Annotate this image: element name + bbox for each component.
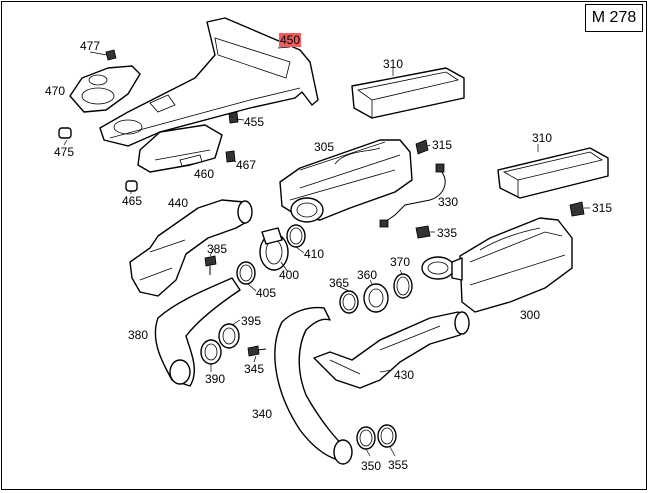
part-355-clamp[interactable] [377,424,397,448]
callout-450[interactable]: 450 [279,33,302,47]
callout-467[interactable]: 467 [236,158,257,172]
callout-355[interactable]: 355 [388,458,409,472]
callout-385[interactable]: 385 [207,242,228,256]
part-310-air-filter-left[interactable] [351,67,465,119]
leader-lines [63,46,590,457]
part-430-intake-duct[interactable] [313,311,470,389]
callout-340[interactable]: 340 [252,407,273,421]
callout-405[interactable]: 405 [256,286,277,300]
part-380-hose[interactable] [154,277,241,387]
part-467-clip[interactable] [225,150,236,163]
part-300-filter-housing[interactable] [421,217,573,313]
part-405-clamp[interactable] [236,261,256,285]
part-440-intake-duct[interactable] [129,199,253,297]
part-460-duct-cover[interactable] [137,124,223,173]
part-400-air-flow-sensor[interactable] [259,227,289,271]
callout-370[interactable]: 370 [390,255,411,269]
part-385-bolt[interactable] [204,255,217,275]
callout-315-right[interactable]: 315 [592,201,613,215]
part-335-connector[interactable] [415,225,431,239]
model-code-label: M 278 [585,4,643,32]
callout-400[interactable]: 400 [279,268,300,282]
part-315-sensor-right[interactable] [569,201,585,217]
callout-390[interactable]: 390 [205,372,226,386]
callout-410[interactable]: 410 [304,247,325,261]
callout-440[interactable]: 440 [168,196,189,210]
callout-470[interactable]: 470 [45,84,66,98]
part-310-air-filter-right[interactable] [497,147,609,199]
callout-475[interactable]: 475 [54,145,75,159]
part-475-grommet[interactable] [58,127,72,139]
part-305-filter-housing[interactable] [279,139,413,223]
callout-345[interactable]: 345 [244,362,265,376]
part-395-clamp[interactable] [218,323,240,349]
part-410-clamp[interactable] [286,224,306,248]
callout-465[interactable]: 465 [122,194,143,208]
part-340-hose[interactable] [274,306,353,465]
callout-430[interactable]: 430 [394,368,415,382]
part-370-clamp[interactable] [393,273,413,299]
callout-330[interactable]: 330 [438,195,459,209]
part-465-grommet[interactable] [125,180,138,192]
callout-310-right[interactable]: 310 [532,131,553,145]
callout-310-left[interactable]: 310 [383,57,404,71]
callout-380[interactable]: 380 [128,328,149,342]
callout-395[interactable]: 395 [241,314,262,328]
callout-455[interactable]: 455 [244,115,265,129]
callout-360[interactable]: 360 [357,268,378,282]
callout-335[interactable]: 335 [437,226,458,240]
callout-460[interactable]: 460 [194,167,215,181]
part-360-air-flow-sensor[interactable] [363,283,389,313]
callout-315-top[interactable]: 315 [432,138,453,152]
part-470-cover[interactable] [69,65,141,113]
part-390-clamp[interactable] [200,339,222,365]
part-345-bolt[interactable] [247,345,267,357]
callout-365[interactable]: 365 [329,276,350,290]
part-330-wiring-harness[interactable] [379,163,446,228]
part-350-clamp[interactable] [356,426,376,450]
part-450-engine-cover[interactable] [99,17,319,147]
callout-305[interactable]: 305 [314,140,335,154]
callout-477[interactable]: 477 [80,39,101,53]
part-477-clip[interactable] [105,49,117,61]
part-455-clip[interactable] [228,111,239,124]
callout-350[interactable]: 350 [361,459,382,473]
callout-300[interactable]: 300 [520,308,541,322]
part-315-sensor-top[interactable] [415,139,429,155]
part-365-clamp[interactable] [339,290,359,314]
